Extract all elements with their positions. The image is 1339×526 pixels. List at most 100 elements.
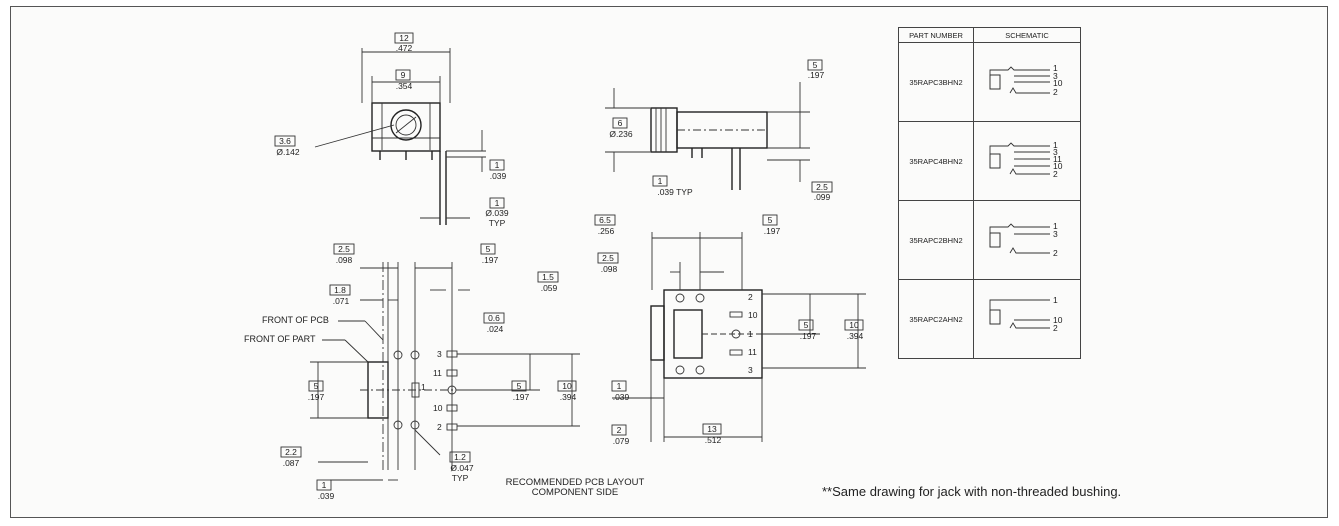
- dim-1-5-059: 1.5 .059: [537, 271, 559, 293]
- svg-text:11: 11: [1053, 154, 1062, 164]
- table-header-row: PART NUMBER SCHEMATIC: [898, 27, 1081, 43]
- svg-text:6.5: 6.5: [599, 215, 611, 225]
- table-row: 35RAPC2AHN2 1 10 2: [898, 279, 1081, 359]
- header-part-number: PART NUMBER: [898, 27, 974, 43]
- svg-text:TYP: TYP: [452, 473, 469, 483]
- part-number-cell: 35RAPC2BHN2: [898, 200, 974, 280]
- svg-text:5: 5: [813, 60, 818, 70]
- svg-text:3.6: 3.6: [279, 136, 291, 146]
- svg-text:10: 10: [1053, 315, 1063, 325]
- dim-9-354: 9 .354: [395, 69, 413, 91]
- side-view-bushing: [650, 107, 678, 153]
- table-row: 35RAPC3BHN2 1 3 10 2: [898, 42, 1081, 122]
- part-number-cell: 35RAPC2AHN2: [898, 279, 974, 359]
- bottom-pin-11: 11: [748, 347, 757, 357]
- bottom-view: [612, 232, 866, 442]
- dim-2-5-098-bottom: 2.5 .098: [597, 252, 619, 274]
- dim-5-197-side: 5 .197: [807, 59, 825, 80]
- front-view: [314, 48, 486, 225]
- dim-in-354: .354: [396, 81, 413, 91]
- svg-text:Ø.047: Ø.047: [450, 463, 473, 473]
- dim-2-079-bottom: 2 .079: [611, 424, 630, 446]
- schematic-cell: 1 3 2: [973, 200, 1081, 280]
- dim-2-2-087: 2.2 .087: [280, 446, 302, 468]
- svg-text:13: 13: [707, 424, 717, 434]
- dim-2-5-099-side: 2.5 .099: [811, 181, 833, 202]
- dim-0-6-024: 0.6 .024: [483, 312, 505, 334]
- svg-text:.039: .039: [613, 392, 630, 402]
- dim-1-8-071: 1.8 .071: [329, 284, 351, 306]
- svg-text:5: 5: [804, 320, 809, 330]
- pcb-caption-line-1: RECOMMENDED PCB LAYOUT: [505, 477, 645, 488]
- svg-text:1: 1: [495, 160, 500, 170]
- svg-text:1.8: 1.8: [334, 285, 346, 295]
- svg-text:2: 2: [1053, 323, 1058, 333]
- dim-1-039-bottom: 1 .039: [611, 380, 630, 402]
- dim-13-512-bottom: 13 .512: [702, 423, 722, 445]
- pcb-layout-caption: RECOMMENDED PCB LAYOUT COMPONENT SIDE: [470, 478, 680, 498]
- table-row: 35RAPC2BHN2 1 3 2: [898, 200, 1081, 280]
- dim-6-5-256: 6.5 .256: [594, 214, 616, 236]
- svg-text:2: 2: [617, 425, 622, 435]
- svg-text:.394: .394: [847, 331, 864, 341]
- part-number-cell: 35RAPC4BHN2: [898, 121, 974, 201]
- svg-text:.512: .512: [705, 435, 722, 445]
- svg-text:.071: .071: [333, 296, 350, 306]
- svg-text:10: 10: [849, 320, 859, 330]
- svg-text:2.2: 2.2: [285, 447, 297, 457]
- bushing-note: **Same drawing for jack with non-threade…: [822, 484, 1122, 499]
- bottom-pin-1: 1: [748, 329, 753, 339]
- pcb-pin-11: 11: [433, 368, 442, 378]
- svg-text:2.5: 2.5: [816, 182, 828, 192]
- svg-text:5: 5: [486, 244, 491, 254]
- dim-mm-12: 12: [399, 33, 409, 43]
- svg-text:TYP: TYP: [489, 218, 506, 228]
- pcb-layout: [310, 262, 580, 481]
- svg-text:.197: .197: [764, 226, 781, 236]
- svg-text:Ø.236: Ø.236: [609, 129, 632, 139]
- front-of-part-label: FRONT OF PART: [244, 334, 316, 344]
- svg-text:.197: .197: [513, 392, 530, 402]
- svg-text:1: 1: [1053, 63, 1058, 73]
- svg-text:Ø.039: Ø.039: [485, 208, 508, 218]
- dim-5-197-bottom-top: 5 .197: [762, 214, 781, 236]
- svg-text:1: 1: [495, 198, 500, 208]
- svg-text:6: 6: [618, 118, 623, 128]
- jack-opening-outer: [390, 109, 422, 141]
- drawing-frame: [10, 6, 1328, 518]
- jack-opening-inner: [395, 114, 417, 136]
- front-of-pcb-label: FRONT OF PCB: [262, 315, 329, 325]
- svg-text:10: 10: [1053, 161, 1063, 171]
- svg-text:.059: .059: [541, 283, 558, 293]
- svg-text:.079: .079: [613, 436, 630, 446]
- pcb-pin-3: 3: [437, 349, 442, 359]
- dim-5-197-bottom-right: 5 .197: [798, 319, 817, 341]
- svg-text:.039 TYP: .039 TYP: [657, 187, 693, 197]
- svg-text:1: 1: [322, 480, 327, 490]
- bottom-pin-10: 10: [748, 310, 758, 320]
- svg-text:1: 1: [1053, 221, 1058, 231]
- pcb-pin-10: 10: [433, 403, 443, 413]
- svg-text:5: 5: [314, 381, 319, 391]
- dim-5-197-pcb-right: 5 .197: [511, 380, 530, 402]
- svg-text:2.5: 2.5: [338, 244, 350, 254]
- schematic-diagram: 1 10 2: [989, 295, 1063, 333]
- svg-text:2: 2: [1053, 169, 1058, 179]
- svg-text:.099: .099: [814, 192, 831, 202]
- svg-text:10: 10: [562, 381, 572, 391]
- dim-in-472: .472: [396, 43, 413, 53]
- svg-text:1: 1: [658, 176, 663, 186]
- svg-text:.197: .197: [808, 70, 825, 80]
- side-view: [605, 82, 810, 190]
- dim-2-5-098-pcb: 2.5 .098: [333, 243, 355, 265]
- svg-text:3: 3: [1053, 147, 1058, 157]
- dim-3-6-142: 3.6 Ø.142: [274, 135, 300, 157]
- svg-text:2.5: 2.5: [602, 253, 614, 263]
- dim-5-197-pcb-left: 5 .197: [308, 380, 325, 402]
- svg-text:1.5: 1.5: [542, 272, 554, 282]
- schematic-cell: 1 3 10 2: [973, 42, 1081, 122]
- svg-text:.197: .197: [482, 255, 499, 265]
- schematic-diagram: 1 3 2: [989, 221, 1058, 258]
- svg-text:2: 2: [1053, 248, 1058, 258]
- pcb-pin-2: 2: [437, 422, 442, 432]
